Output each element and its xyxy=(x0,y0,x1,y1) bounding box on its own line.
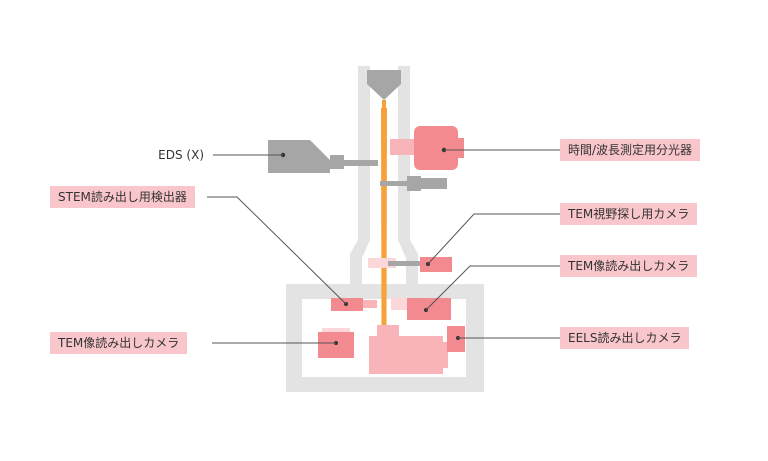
side-probe-rod xyxy=(380,181,408,186)
search-camera-screen xyxy=(368,258,396,268)
eds-detector xyxy=(268,140,378,173)
label-spectrometer: 時間/波長測定用分光器 xyxy=(560,139,701,161)
spectrometer xyxy=(390,126,464,170)
side-probe xyxy=(380,176,447,191)
tem-camera-right-shade xyxy=(391,298,409,310)
label-tem-camera-left: TEM像読み出しカメラ xyxy=(50,332,188,354)
tem-search-camera xyxy=(368,257,452,272)
label-stem-detector: STEM読み出し用検出器 xyxy=(50,186,195,208)
tem-camera-right-body xyxy=(407,298,451,320)
eds-detector-neck xyxy=(330,155,344,169)
leader-tem-camera-right xyxy=(425,265,560,311)
label-tem-camera-right: TEM像読み出しカメラ xyxy=(560,255,698,277)
eels-camera xyxy=(447,326,465,352)
eels-neck xyxy=(377,325,399,339)
eels-body xyxy=(369,336,443,374)
leader-tem-search-camera xyxy=(427,213,560,265)
side-probe-body xyxy=(421,178,447,189)
search-camera-body xyxy=(420,257,452,272)
electron-beam xyxy=(367,70,401,330)
eds-detector-body xyxy=(268,140,330,173)
leader-lines xyxy=(207,149,560,344)
beam xyxy=(381,108,387,330)
tem-camera-left-block xyxy=(318,328,354,358)
label-eels-camera: EELS読み出しカメラ xyxy=(560,327,690,349)
leader-stem-detector xyxy=(207,196,347,305)
spectrometer-cap xyxy=(454,138,464,158)
label-eds: EDS (X) xyxy=(158,148,204,162)
spectrometer-body xyxy=(414,126,458,170)
electron-gun xyxy=(367,70,401,100)
label-tem-search-camera: TEM視野探し用カメラ xyxy=(560,203,698,225)
eds-detector-probe xyxy=(344,160,378,166)
stem-detector-link xyxy=(363,300,377,308)
eels-link xyxy=(440,342,448,368)
search-camera-rod xyxy=(388,261,422,266)
tem-camera-right-block xyxy=(391,298,451,320)
spectrometer-arm xyxy=(390,139,414,155)
side-probe-collar xyxy=(407,176,421,191)
eels-block xyxy=(369,325,465,374)
